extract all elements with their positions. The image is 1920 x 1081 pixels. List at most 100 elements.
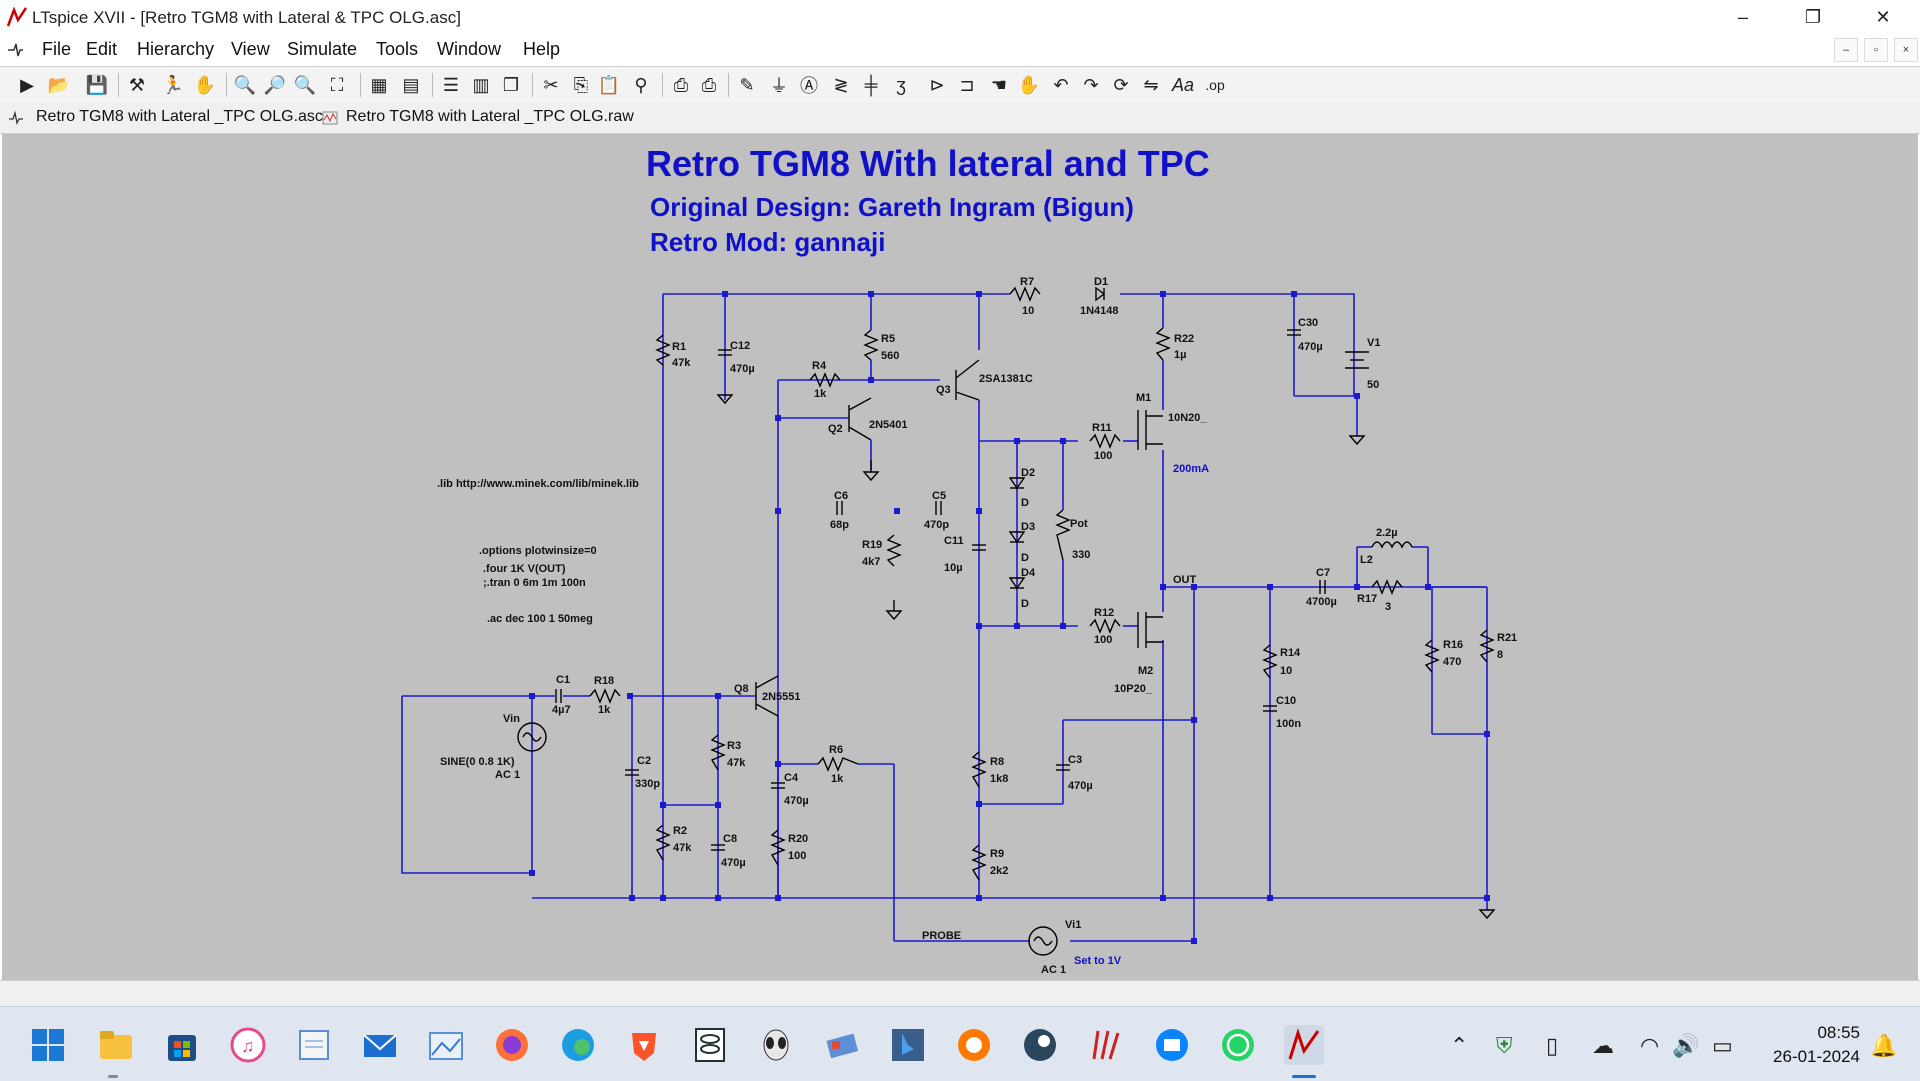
menu-view[interactable]: View [231, 39, 270, 59]
usb-icon[interactable]: ▯ [1546, 1033, 1559, 1058]
menu-help[interactable]: Help [523, 39, 561, 59]
run-icon[interactable]: 🏃 [161, 74, 185, 95]
label-net-icon[interactable]: Ⓐ [800, 76, 818, 96]
svg-text:200mA: 200mA [1173, 463, 1209, 475]
notification-bell-icon[interactable]: 🔔 [1870, 1033, 1898, 1058]
clock[interactable]: 08:55 26-01-2024 [1773, 1021, 1860, 1069]
steam-icon[interactable] [1020, 1025, 1060, 1065]
cut-icon[interactable]: ✂ [543, 74, 559, 95]
capacitor-icon[interactable]: ╪ [864, 74, 878, 95]
resistor-R12 [1089, 618, 1121, 634]
redo-icon[interactable]: ↷ [1083, 74, 1099, 95]
resistor-R21 [1479, 629, 1495, 663]
mirror-icon[interactable]: ⇋ [1143, 74, 1159, 95]
toolbar: ▶ 📂 💾 ⚒ 🏃 ✋ 🔍 🔎 🔍 ⛶ ▦ ▤ ☰ ▥ ❐ ✂ ⎘ 📋 ⚲ ⎙ … [0, 66, 1920, 104]
mdi-minimize-button[interactable]: – [1834, 38, 1858, 62]
wifi-icon[interactable]: ◠ [1640, 1033, 1660, 1058]
ground-icon[interactable]: ⏚ [770, 76, 788, 96]
paste-icon[interactable]: 📋 [597, 74, 621, 95]
schematic-canvas[interactable]: Retro TGM8 With lateral and TPC Original… [2, 134, 1918, 980]
print-icon[interactable]: ⎙ [673, 74, 689, 95]
restore-button[interactable]: ❐ [1804, 7, 1822, 27]
text-icon[interactable]: Aa [1171, 74, 1195, 95]
open-folder-icon[interactable]: 📂 [47, 74, 71, 95]
halt-icon[interactable]: ✋ [193, 74, 217, 95]
zoom-fit-icon[interactable]: ⛶ [330, 74, 344, 95]
find-icon[interactable]: ⚲ [634, 74, 648, 95]
component-icon[interactable]: ⊐ [959, 74, 975, 95]
cascade-icon[interactable]: ❐ [502, 74, 520, 95]
ltspice-icon[interactable] [1284, 1025, 1324, 1065]
save-icon[interactable]: 💾 [85, 74, 109, 95]
svg-text:10P20_: 10P20_ [1114, 683, 1153, 695]
whatsapp-icon[interactable] [1218, 1025, 1258, 1065]
menu-simulate[interactable]: Simulate [287, 39, 358, 59]
firefox-icon[interactable] [492, 1025, 532, 1065]
tools-icon[interactable] [822, 1025, 862, 1065]
file-explorer-icon[interactable] [96, 1025, 136, 1065]
zoom-out-icon[interactable]: 🔍 [293, 74, 317, 95]
move-hand-icon[interactable]: ☚ [990, 74, 1008, 95]
title-bar: LTspice XVII - [Retro TGM8 with Lateral … [0, 0, 1920, 34]
defender-shield-icon[interactable]: ⛨ [1496, 1033, 1513, 1058]
pan-icon[interactable]: 🔎 [263, 74, 287, 95]
menu-tools[interactable]: Tools [376, 39, 419, 59]
store-icon[interactable] [162, 1025, 202, 1065]
draw-wire-icon[interactable]: ✎ [739, 74, 755, 95]
drag-hand-icon[interactable]: ✋ [1017, 74, 1041, 95]
capacitor-C30 [1287, 329, 1301, 336]
close-button[interactable]: ✕ [1875, 7, 1891, 27]
tile-vertical-icon[interactable]: ▥ [472, 74, 490, 95]
mail-icon[interactable] [360, 1025, 400, 1065]
directive-lib: .lib http://www.minek.com/lib/minek.lib [437, 478, 639, 490]
ltspice-app-icon [6, 6, 28, 27]
plot-settings-icon[interactable]: ▤ [402, 74, 420, 95]
tab-schematic[interactable]: Retro TGM8 with Lateral _TPC OLG.asc [36, 108, 323, 125]
resistor-R7 [1009, 286, 1041, 302]
volume-icon[interactable]: 🔊 [1672, 1033, 1700, 1058]
minimize-button[interactable]: – [1737, 7, 1748, 27]
ltspice-red-icon[interactable] [1086, 1025, 1126, 1065]
photos-icon[interactable] [426, 1025, 466, 1065]
svg-text:1N4148: 1N4148 [1080, 305, 1119, 317]
tile-horizontal-icon[interactable]: ☰ [442, 74, 460, 95]
thunderbird-icon[interactable] [1152, 1025, 1192, 1065]
directive-tran: ;.tran 0 6m 1m 100n [483, 577, 586, 589]
mdi-restore-button[interactable]: ▫ [1864, 38, 1888, 62]
edge-icon[interactable] [558, 1025, 598, 1065]
diode-icon[interactable]: ⊳ [929, 74, 945, 95]
itunes-icon[interactable]: ♫ [228, 1025, 268, 1065]
rotate-icon[interactable]: ⟳ [1113, 74, 1129, 95]
chevron-up-icon[interactable]: ⌃ [1450, 1033, 1469, 1058]
menu-hierarchy[interactable]: Hierarchy [137, 39, 215, 59]
new-schematic-icon[interactable]: ▶ [20, 74, 34, 95]
copy-icon[interactable]: ⎘ [573, 74, 589, 95]
undo-icon[interactable]: ↶ [1053, 74, 1069, 95]
source-Vi1 [1028, 926, 1058, 956]
battery-icon[interactable]: ▭ [1712, 1033, 1733, 1058]
avast-icon[interactable] [954, 1025, 994, 1065]
tab-raw-waveform[interactable]: Retro TGM8 with Lateral _TPC OLG.raw [346, 108, 634, 125]
notepad-icon[interactable] [294, 1025, 334, 1065]
print-preview-icon[interactable]: ⎙ [701, 74, 717, 95]
inductor-icon[interactable]: ʒ [896, 74, 906, 95]
onedrive-cloud-icon[interactable]: ☁ [1592, 1033, 1614, 1058]
mdi-close-button[interactable]: × [1894, 38, 1918, 62]
svg-text:R22: R22 [1174, 333, 1194, 345]
svg-text:Vi1: Vi1 [1065, 919, 1081, 931]
start-icon[interactable] [28, 1025, 68, 1065]
menu-file[interactable]: File [42, 39, 72, 59]
alien-icon[interactable] [756, 1025, 796, 1065]
autorange-icon[interactable]: ▦ [370, 74, 388, 95]
zoom-in-icon[interactable]: 🔍 [233, 74, 257, 95]
bing-icon[interactable] [888, 1025, 928, 1065]
brave-icon[interactable] [624, 1025, 664, 1065]
menu-edit[interactable]: Edit [86, 39, 118, 59]
resistor-icon[interactable]: ≷ [833, 74, 849, 95]
db-icon[interactable] [690, 1025, 730, 1065]
svg-text:1µ: 1µ [1174, 349, 1186, 361]
menu-window[interactable]: Window [437, 39, 502, 59]
spice-directive-icon[interactable]: .op [1205, 77, 1225, 93]
svg-text:R4: R4 [812, 360, 827, 372]
control-panel-icon[interactable]: ⚒ [128, 74, 146, 95]
